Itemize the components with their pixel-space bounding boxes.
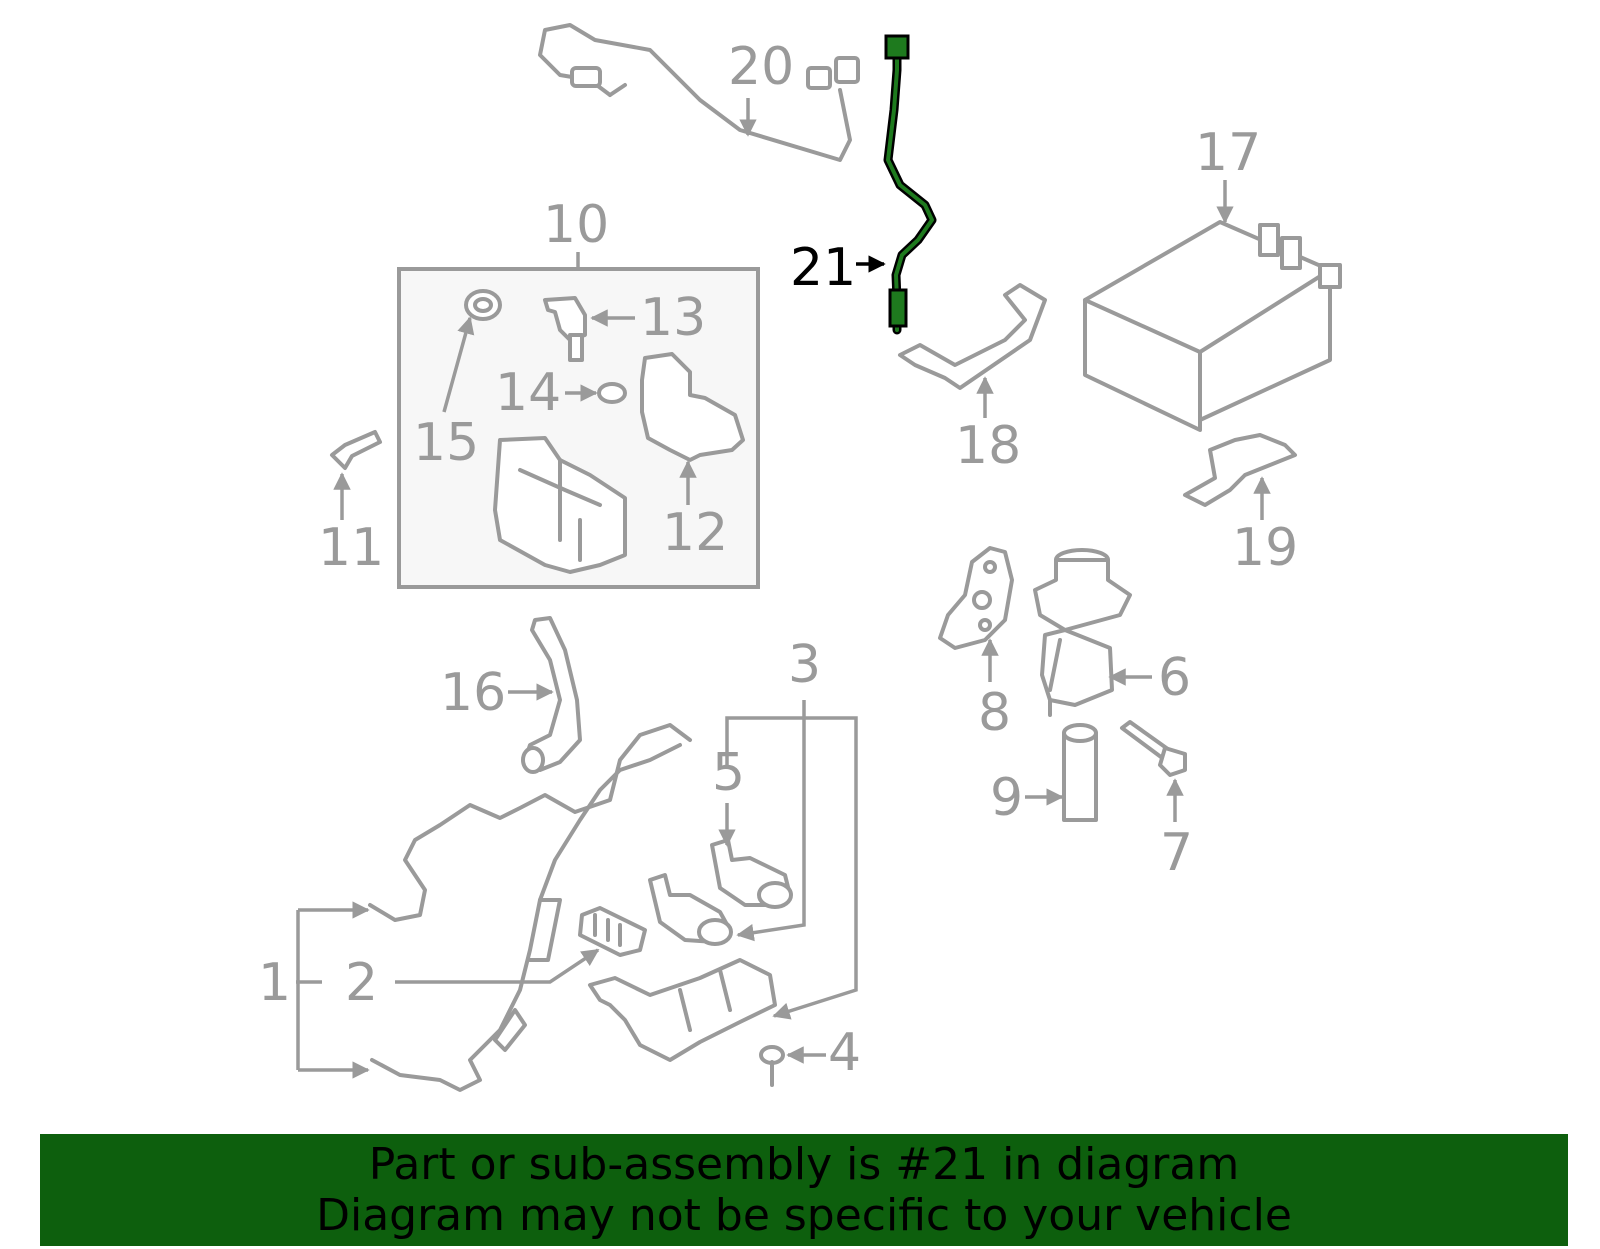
- part-14-oring: [597, 382, 627, 404]
- part-13-sensor: [543, 296, 587, 362]
- part-12-gasket: [640, 352, 745, 462]
- callout-4: 4: [828, 1023, 861, 1083]
- part-10-module: [493, 436, 627, 574]
- callout-9: 9: [990, 768, 1023, 828]
- callout-1: 1: [258, 953, 291, 1013]
- callout-2: 2: [345, 953, 378, 1013]
- callout-10: 10: [543, 195, 609, 255]
- part-1-hose-assembly: [368, 723, 692, 1092]
- part-8-gasket: [938, 546, 1014, 650]
- banner-line-1: Part or sub-assembly is #21 in diagram: [368, 1139, 1240, 1190]
- callout-6: 6: [1158, 648, 1191, 708]
- callout-16: 16: [440, 663, 506, 723]
- part-21-oxygen-sensor-highlighted: [883, 34, 937, 335]
- part-15-oring: [464, 289, 502, 321]
- part-4-bolt: [759, 1045, 785, 1087]
- part-11-bolt: [330, 430, 382, 470]
- callout-15: 15: [413, 413, 479, 473]
- part-5-solenoid: [648, 838, 793, 946]
- callout-12: 12: [662, 503, 728, 563]
- callout-18: 18: [955, 416, 1021, 476]
- callout-3: 3: [788, 635, 821, 695]
- callout-13: 13: [640, 288, 706, 348]
- part-16-hose: [521, 616, 582, 774]
- callout-17: 17: [1195, 123, 1261, 183]
- part-19-bracket: [1183, 433, 1297, 507]
- banner-line-2: Diagram may not be specific to your vehi…: [316, 1190, 1292, 1241]
- callout-11: 11: [318, 518, 384, 578]
- callout-8: 8: [978, 683, 1011, 743]
- part-2-connector: [578, 906, 647, 957]
- part-3-bracket: [588, 958, 777, 1062]
- part-20-oxygen-sensor: [538, 23, 860, 162]
- part-7-bolt: [1120, 720, 1187, 777]
- part-9-pipe: [1062, 723, 1098, 822]
- info-banner: Part or sub-assembly is #21 in diagram D…: [40, 1134, 1568, 1246]
- part-6-egr-valve: [1033, 548, 1132, 717]
- callout-21: 21: [790, 238, 856, 298]
- part-18-bracket: [898, 283, 1047, 390]
- callout-7: 7: [1160, 823, 1193, 883]
- callout-19: 19: [1232, 518, 1298, 578]
- callout-20: 20: [728, 37, 794, 97]
- part-17-vapor-canister: [1083, 220, 1342, 432]
- callout-14: 14: [495, 363, 561, 423]
